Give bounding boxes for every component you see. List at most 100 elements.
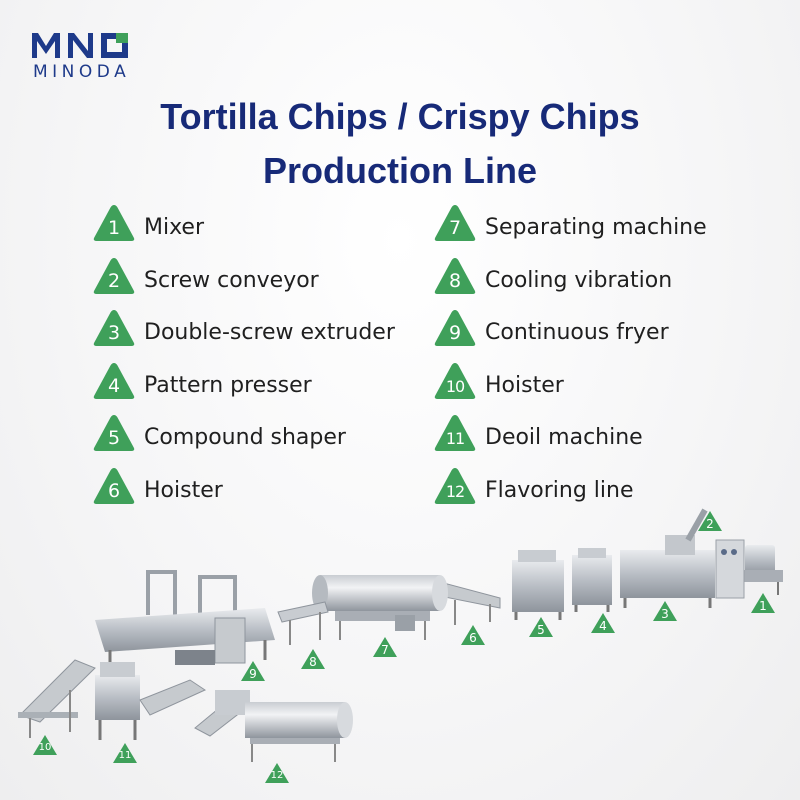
tag-triangle-icon <box>529 617 553 637</box>
step-number: 4 <box>107 374 121 397</box>
tag-triangle-icon <box>241 661 265 681</box>
diagram-tag-number: 6 <box>469 631 477 645</box>
step-number-badge: 7 <box>433 203 477 243</box>
tag-triangle-icon <box>698 511 722 531</box>
step-number-badge: 11 <box>433 413 477 453</box>
step-number: 11 <box>445 429 465 448</box>
step-number-badge: 5 <box>92 413 136 453</box>
cooling-vibration-machine <box>277 601 329 645</box>
step-number: 9 <box>448 322 462 344</box>
step-label: Mixer <box>144 215 205 240</box>
diagram-tag-11: 11 <box>112 742 138 764</box>
triangle-icon <box>93 205 135 241</box>
logo-mark-icon <box>32 33 128 58</box>
triangle-icon <box>434 415 476 451</box>
triangle-icon <box>93 415 135 451</box>
diagram-tag-number: 12 <box>270 770 284 781</box>
triangle-icon <box>434 467 476 504</box>
page-title: Tortilla Chips / Crispy Chips <box>160 96 640 137</box>
step-label: Separating machine <box>485 215 707 240</box>
triangle-icon <box>93 467 135 504</box>
step-number: 3 <box>107 322 121 344</box>
step-number: 1 <box>107 217 121 239</box>
diagram-tag-number: 11 <box>118 750 132 761</box>
diagram-tag-8: 8 <box>300 648 326 670</box>
diagram-tag-5: 5 <box>528 616 554 638</box>
diagram-tag-12: 12 <box>264 762 290 784</box>
step-label: Pattern presser <box>144 372 312 398</box>
step-number-badge: 8 <box>433 256 477 296</box>
diagram-tag-10: 10 <box>32 734 58 756</box>
logo-wordmark: MINODA <box>33 62 131 82</box>
mixer-machine <box>738 545 783 595</box>
step-number-badge: 6 <box>92 466 136 506</box>
step-number: 2 <box>107 269 121 292</box>
diagram-tag-number: 8 <box>309 655 317 669</box>
diagram-tag-9: 9 <box>240 660 266 682</box>
step-number-badge: 12 <box>433 466 477 506</box>
triangle-icon <box>434 362 476 399</box>
hoister-2-machine <box>18 659 96 738</box>
diagram-tag-3: 3 <box>652 600 678 622</box>
triangle-icon <box>434 205 476 241</box>
step-label: Double-screw extruder <box>144 320 395 345</box>
step-number-badge: 10 <box>433 361 477 401</box>
deoil-machine <box>95 662 207 740</box>
diagram-tag-number: 5 <box>537 623 545 637</box>
diagram-tag-number: 9 <box>249 667 257 681</box>
step-number: 7 <box>448 217 462 239</box>
diagram-tag-number: 1 <box>759 599 767 613</box>
step-label: Hoister <box>485 372 564 398</box>
step-number: 10 <box>445 376 465 396</box>
step-number-badge: 9 <box>433 308 477 348</box>
page-subtitle: Production Line <box>263 150 537 191</box>
step-number: 8 <box>448 269 462 292</box>
step-number-badge: 2 <box>92 256 136 296</box>
tag-triangle-icon <box>461 625 485 645</box>
separating-drum-machine <box>312 575 448 640</box>
tag-triangle-icon <box>113 743 137 763</box>
flavoring-drum-machine <box>194 690 353 762</box>
step-label: Screw conveyor <box>144 267 319 293</box>
step-number: 6 <box>107 479 121 502</box>
diagram-tag-6: 6 <box>460 624 486 646</box>
minoda-logo: MINODA <box>30 30 150 82</box>
continuous-fryer-machine <box>95 570 275 670</box>
step-number-badge: 1 <box>92 203 136 243</box>
step-number-badge: 3 <box>92 308 136 348</box>
step-label: Flavoring line <box>485 477 634 503</box>
step-label: Hoister <box>144 477 223 503</box>
compound-shaper-machine <box>512 550 564 620</box>
tag-triangle-icon <box>591 613 615 633</box>
tag-triangle-icon <box>33 735 57 755</box>
tag-triangle-icon <box>653 601 677 621</box>
diagram-tag-7: 7 <box>372 636 398 658</box>
step-label: Continuous fryer <box>485 320 669 345</box>
diagram-tag-1: 1 <box>750 592 776 614</box>
production-line-illustration <box>18 508 783 762</box>
diagram-tag-number: 3 <box>661 607 669 621</box>
diagram-tag-2: 2 <box>697 510 723 532</box>
pattern-presser-machine <box>572 548 612 612</box>
diagram-tag-number: 4 <box>599 619 607 633</box>
tag-triangle-icon <box>373 637 397 657</box>
triangle-icon <box>434 257 476 294</box>
diagram-tag-number: 10 <box>38 742 52 753</box>
diagram-tag-number: 2 <box>706 517 714 531</box>
triangle-icon <box>93 257 135 294</box>
diagram-tag-4: 4 <box>590 612 616 634</box>
triangle-icon <box>93 362 135 399</box>
tag-triangle-icon <box>301 649 325 669</box>
step-number: 12 <box>445 481 465 501</box>
step-label: Compound shaper <box>144 425 346 450</box>
tag-triangle-icon <box>265 763 289 783</box>
tag-triangle-icon <box>751 593 775 613</box>
step-label: Deoil machine <box>485 425 643 450</box>
diagram-tag-number: 7 <box>381 643 389 657</box>
triangle-icon <box>434 310 476 346</box>
triangle-icon <box>93 310 135 346</box>
extruder-machine <box>620 508 745 608</box>
step-number: 5 <box>107 427 121 449</box>
step-label: Cooling vibration <box>485 267 673 293</box>
step-number-badge: 4 <box>92 361 136 401</box>
